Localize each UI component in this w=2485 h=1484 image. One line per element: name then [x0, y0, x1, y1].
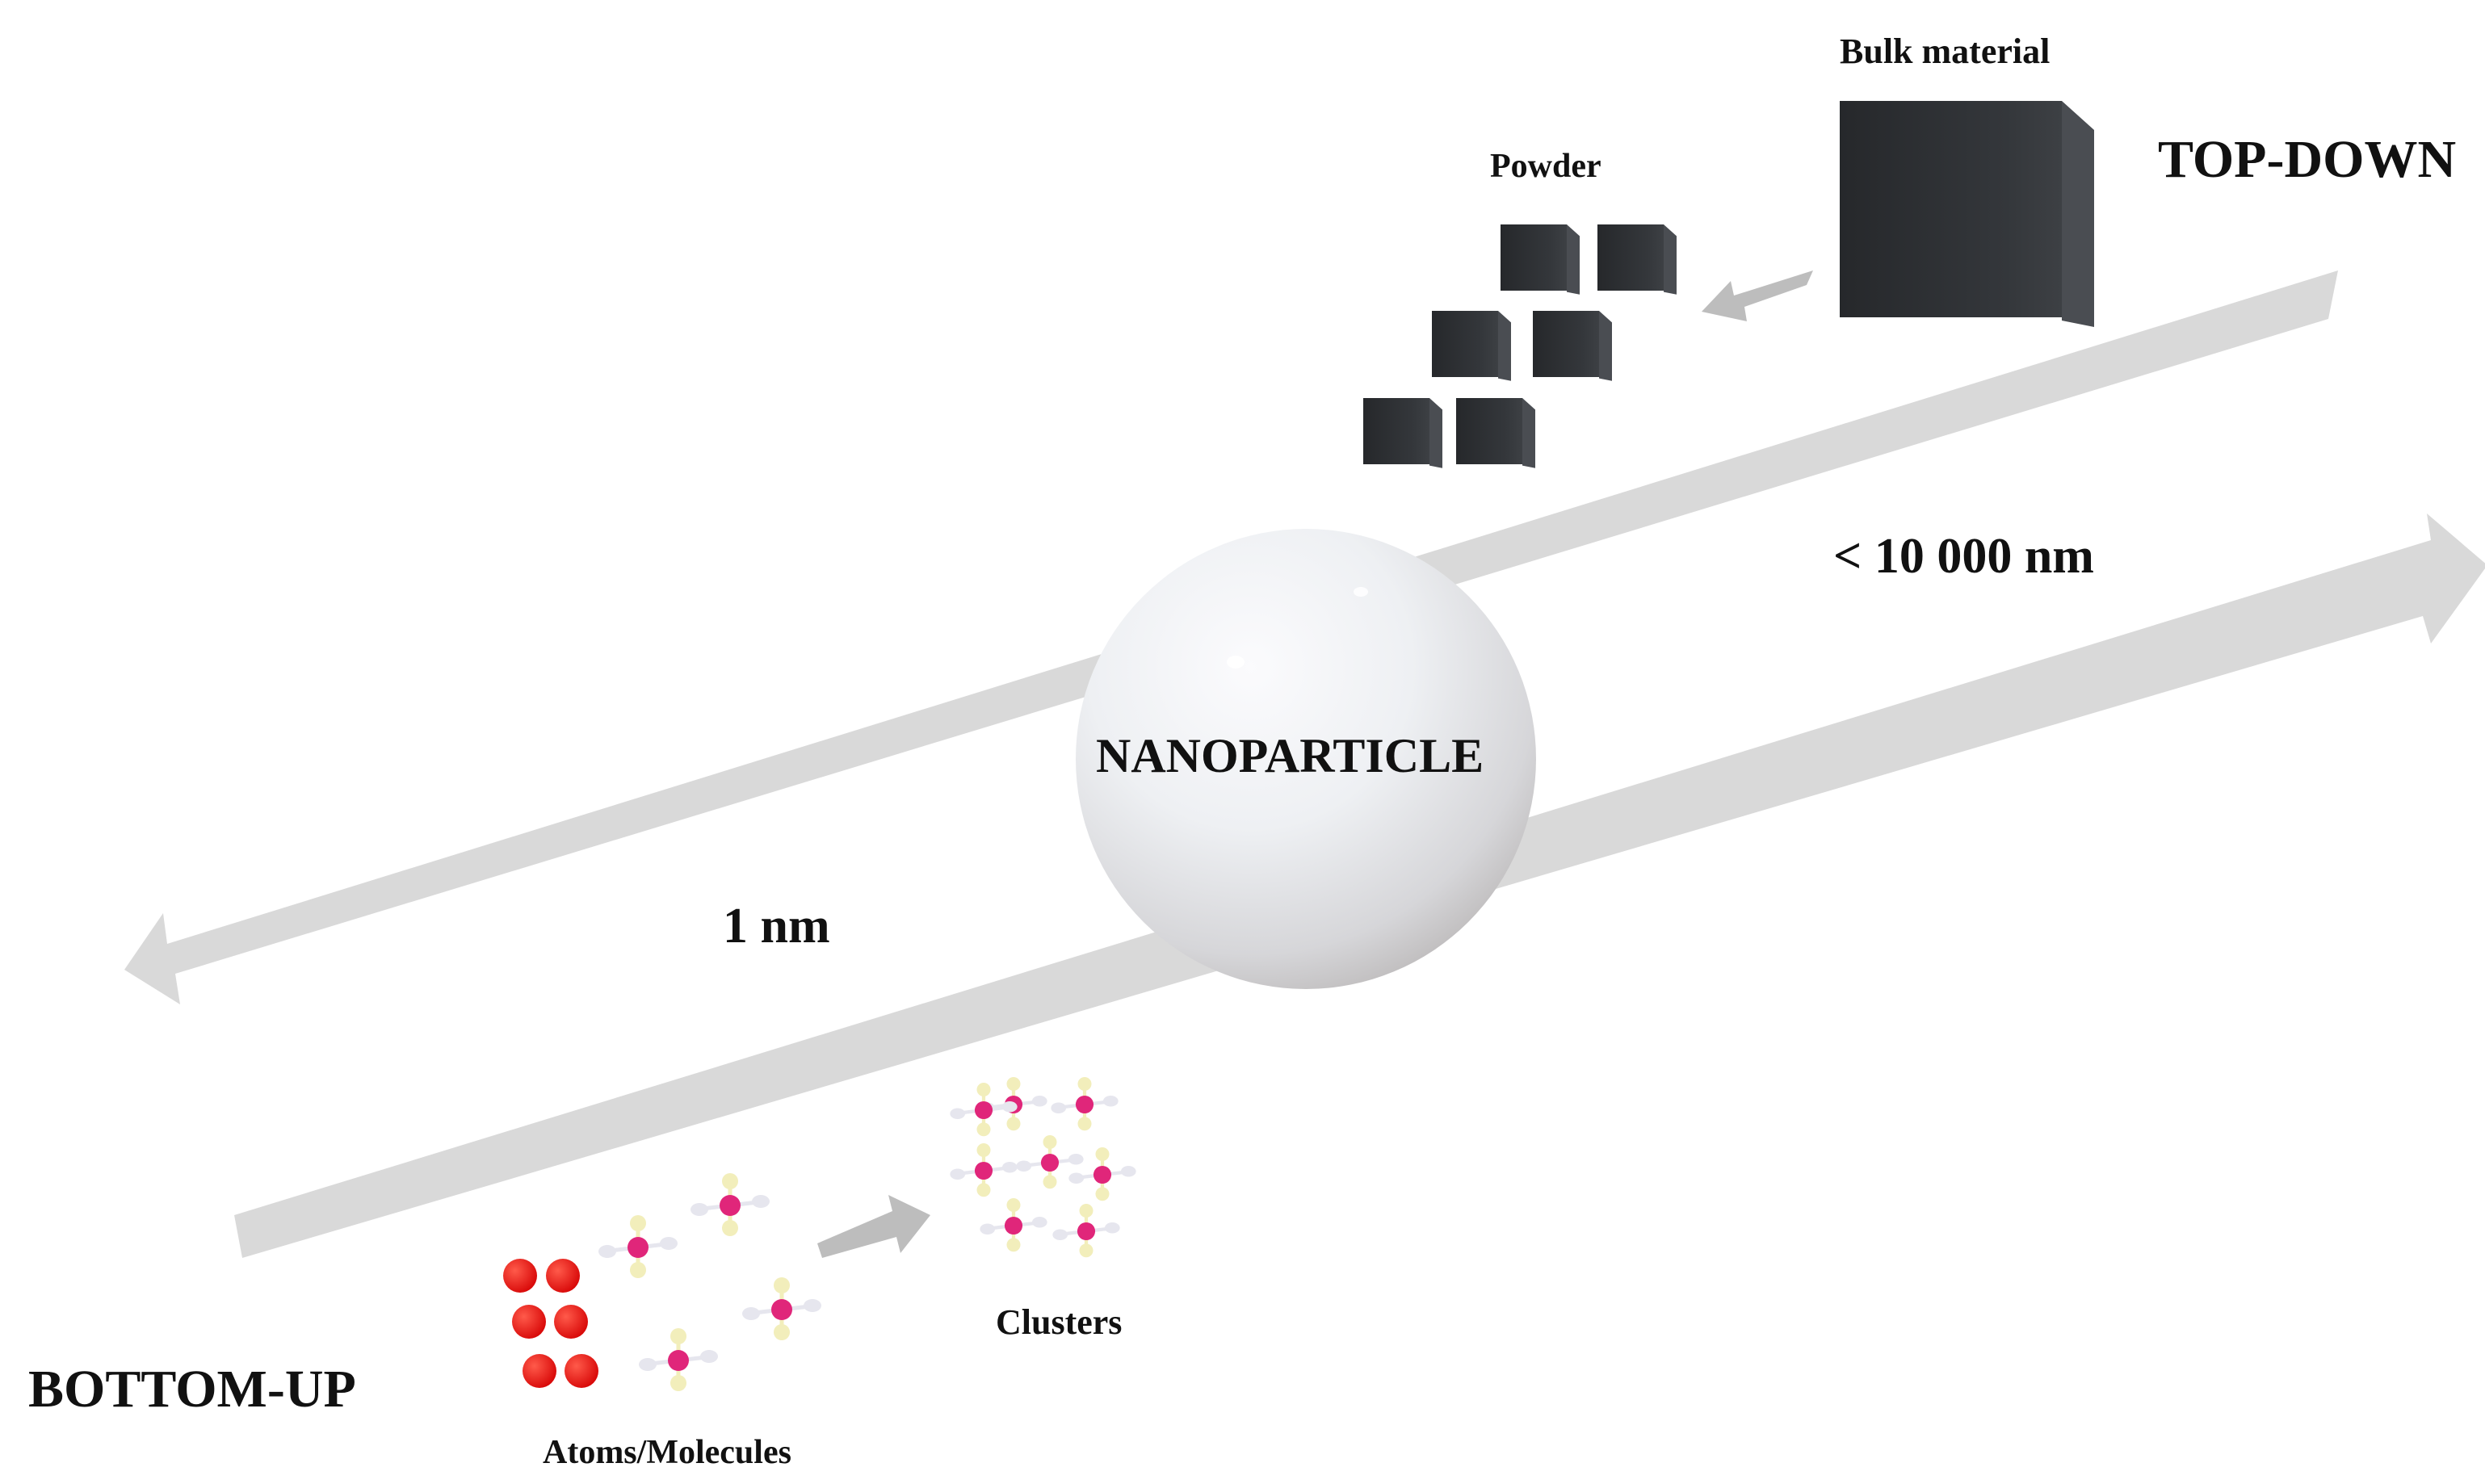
cluster-molecule-icon: [980, 1198, 1047, 1252]
top-down-label: TOP-DOWN: [2158, 130, 2457, 189]
bulk-cube-icon: [1840, 101, 2094, 327]
atom-sphere-icon: [512, 1305, 546, 1339]
cluster-molecule-icon: [1052, 1204, 1120, 1258]
atom-sphere-icon: [546, 1259, 580, 1293]
powder-cubes: [1363, 224, 1677, 468]
upper-size-label: < 10 000 nm: [1833, 529, 2094, 584]
powder-label: Powder: [1490, 148, 1601, 185]
nanoparticle-sphere: [1076, 529, 1536, 989]
atom-sphere-icon: [554, 1305, 588, 1339]
cluster-molecule-icon: [1016, 1135, 1084, 1189]
cluster-molecule-icon: [1068, 1147, 1136, 1201]
powder-cube-icon: [1432, 311, 1511, 381]
bulk-material-label: Bulk material: [1840, 31, 2051, 71]
cluster-molecule-icon: [950, 1083, 1018, 1137]
cluster-molecule-icon: [1051, 1077, 1119, 1131]
powder-cube-icon: [1501, 224, 1580, 295]
molecule-icon: [691, 1173, 770, 1236]
cluster-molecule-icon: [950, 1143, 1018, 1197]
nanoparticle-label: NANOPARTICLE: [1096, 729, 1484, 782]
clusters-label: Clusters: [996, 1302, 1123, 1342]
atom-sphere-icon: [565, 1354, 598, 1388]
powder-cube-icon: [1456, 398, 1535, 468]
cluster-arrow: [817, 1195, 930, 1258]
clusters-group: [950, 1077, 1136, 1258]
atoms-group: [503, 1259, 598, 1388]
bottom-up-label: BOTTOM-UP: [28, 1360, 356, 1419]
atoms-molecules-label: Atoms/Molecules: [543, 1434, 791, 1471]
bulk-material-cube: [1840, 101, 2094, 327]
atom-sphere-icon: [503, 1259, 537, 1293]
atom-sphere-icon: [523, 1354, 556, 1388]
powder-arrow: [1702, 270, 1813, 321]
powder-cube-icon: [1533, 311, 1612, 381]
molecule-icon: [639, 1328, 718, 1391]
molecule-icon: [598, 1215, 678, 1278]
lower-size-label: 1 nm: [723, 899, 830, 954]
molecules-group: [598, 1173, 821, 1391]
molecule-icon: [742, 1277, 821, 1340]
powder-cube-icon: [1597, 224, 1677, 295]
powder-cube-icon: [1363, 398, 1442, 468]
